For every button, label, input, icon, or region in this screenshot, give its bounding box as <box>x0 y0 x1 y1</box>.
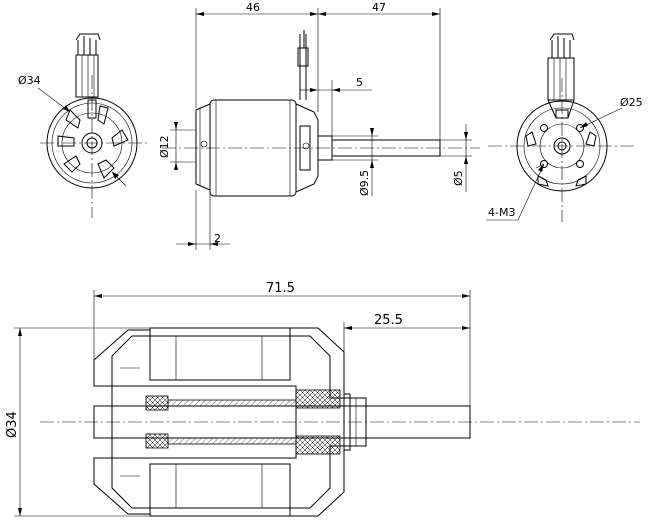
mount-holes-label: 4-M3 <box>488 206 515 219</box>
dim-71-5-label: 71.5 <box>266 281 295 296</box>
section-view: 71.5 25.5 Ø34 <box>5 281 640 517</box>
dim-46-label: 46 <box>246 1 260 14</box>
dim-47-label: 47 <box>372 1 386 14</box>
dim-section-diam-label: Ø34 <box>5 411 20 438</box>
rear-view: Ø25 4-M3 <box>486 33 643 222</box>
dim-diam5-label: Ø5 <box>452 170 465 186</box>
side-view: 46 47 5 Ø12 Ø9.5 Ø5 <box>158 1 480 250</box>
dim-5-label: 5 <box>356 76 363 89</box>
front-diameter-label: Ø34 <box>18 74 41 87</box>
dim-diam9-5-label: Ø9.5 <box>358 170 371 196</box>
dim-2-label: 2 <box>214 232 221 245</box>
dim-25-5-label: 25.5 <box>374 313 403 328</box>
dim-diam12-label: Ø12 <box>158 135 171 158</box>
front-view: Ø34 <box>18 33 148 218</box>
rear-diameter-label: Ø25 <box>620 96 643 109</box>
